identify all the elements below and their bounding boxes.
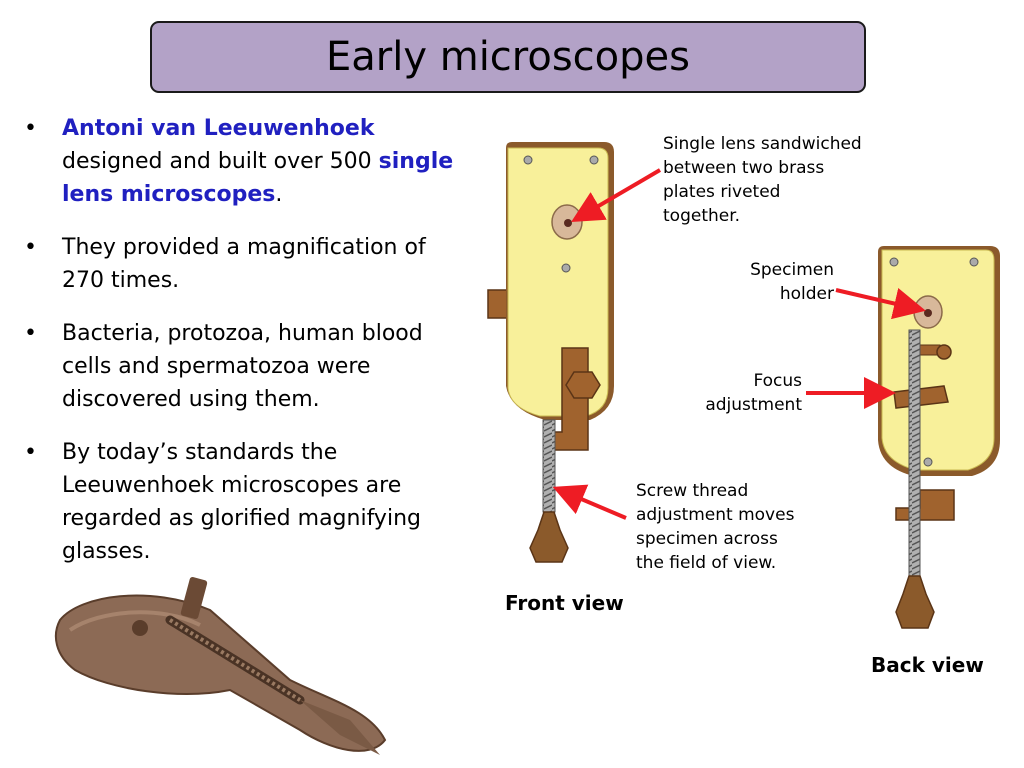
annotation-line: holder [779, 284, 834, 304]
page-title: Early microscopes [326, 34, 690, 80]
annotation-line: Single lens sandwiched [663, 134, 862, 154]
focus-annotation: Focus adjustment [680, 369, 802, 417]
bullet-item: • They provided a magnification of 270 t… [24, 231, 464, 297]
screw-annotation: Screw thread adjustment moves specimen a… [636, 479, 794, 575]
annotation-line: adjustment moves [636, 505, 795, 525]
annotation-line: between two brass [663, 158, 825, 178]
bullet-text: . [275, 182, 283, 207]
lens-annotation: Single lens sandwiched between two brass… [663, 132, 862, 228]
lens-arrow [571, 168, 662, 223]
bullet-text: By today’s standards the Leeuwenhoek mic… [62, 440, 421, 564]
annotation-line: Screw thread [636, 481, 749, 501]
front-view-microscope [487, 142, 614, 563]
back-view-label: Back view [871, 653, 984, 677]
bullet-text: They provided a magnification of 270 tim… [62, 235, 426, 293]
bullet-icon: • [24, 321, 37, 346]
bullet-list: • Antoni van Leeuwenhoek designed and bu… [24, 112, 464, 588]
specimen-annotation: Specimen holder [720, 258, 834, 306]
annotation-line: Focus [753, 371, 802, 391]
front-view-label: Front view [505, 591, 624, 615]
bullet-item: • Antoni van Leeuwenhoek designed and bu… [24, 112, 464, 211]
bullet-icon: • [24, 440, 37, 465]
annotation-line: specimen across [636, 529, 778, 549]
bullet-icon: • [24, 235, 37, 260]
highlight-name: Antoni van Leeuwenhoek [62, 116, 375, 141]
annotation-line: Specimen [750, 260, 834, 280]
bullet-text: designed and built over 500 [62, 149, 379, 174]
bullet-item: • Bacteria, protozoa, human blood cells … [24, 317, 464, 416]
antique-microscope-photo [54, 577, 387, 755]
specimen-arrow [835, 287, 926, 320]
bullet-icon: • [24, 116, 37, 141]
annotation-line: the field of view. [636, 553, 777, 573]
bullet-text: Bacteria, protozoa, human blood cells an… [62, 321, 423, 412]
title-banner: Early microscopes [150, 21, 866, 93]
highlight-term: single lens microscopes [62, 149, 454, 207]
annotation-line: plates riveted [663, 182, 781, 202]
annotation-line: adjustment [705, 395, 802, 415]
annotation-line: together. [663, 206, 741, 226]
screw-arrow [552, 484, 627, 520]
bullet-item: • By today’s standards the Leeuwenhoek m… [24, 436, 464, 568]
